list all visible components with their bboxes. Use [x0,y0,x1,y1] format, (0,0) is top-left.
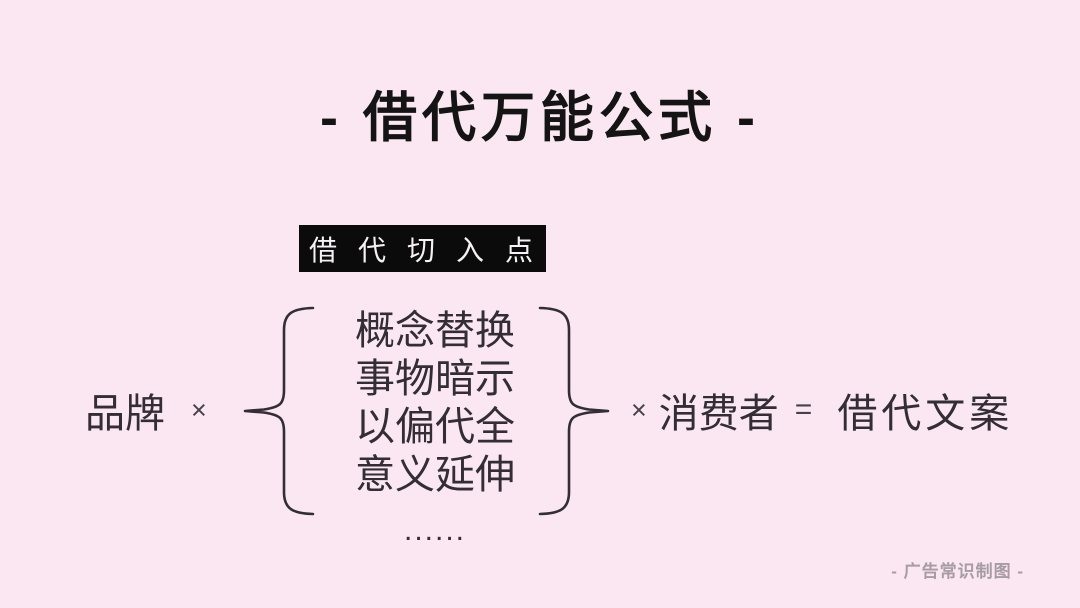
list-item: 事物暗示 [355,357,515,401]
brand-group: 品牌 × [85,386,207,436]
consumer-text: 消费者 [658,392,779,436]
multiply-sign-right: × [631,394,647,425]
brand-text: 品牌 [85,392,165,436]
entry-point-badge-label: 借代切入点 [309,234,555,266]
result-text: 借代文案 [837,392,1014,436]
left-brace [243,306,315,516]
list-item: 以偏代全 [355,405,515,449]
equals-sign: = [794,393,813,426]
credit-watermark: - 广告常识制图 - [891,562,1024,581]
multiply-sign-left: × [191,394,207,425]
result-group: × 消费者 = 借代文案 [631,386,1013,436]
entry-point-badge: 借代切入点 [299,225,546,272]
list-item: 意义延伸 [355,453,515,497]
right-brace [538,306,610,516]
entry-point-list: 概念替换 事物暗示 以偏代全 意义延伸 [355,307,515,499]
ellipsis-text: ...... [403,514,466,547]
list-item: 概念替换 [355,309,515,353]
page-title: - 借代万能公式 - [320,88,760,148]
